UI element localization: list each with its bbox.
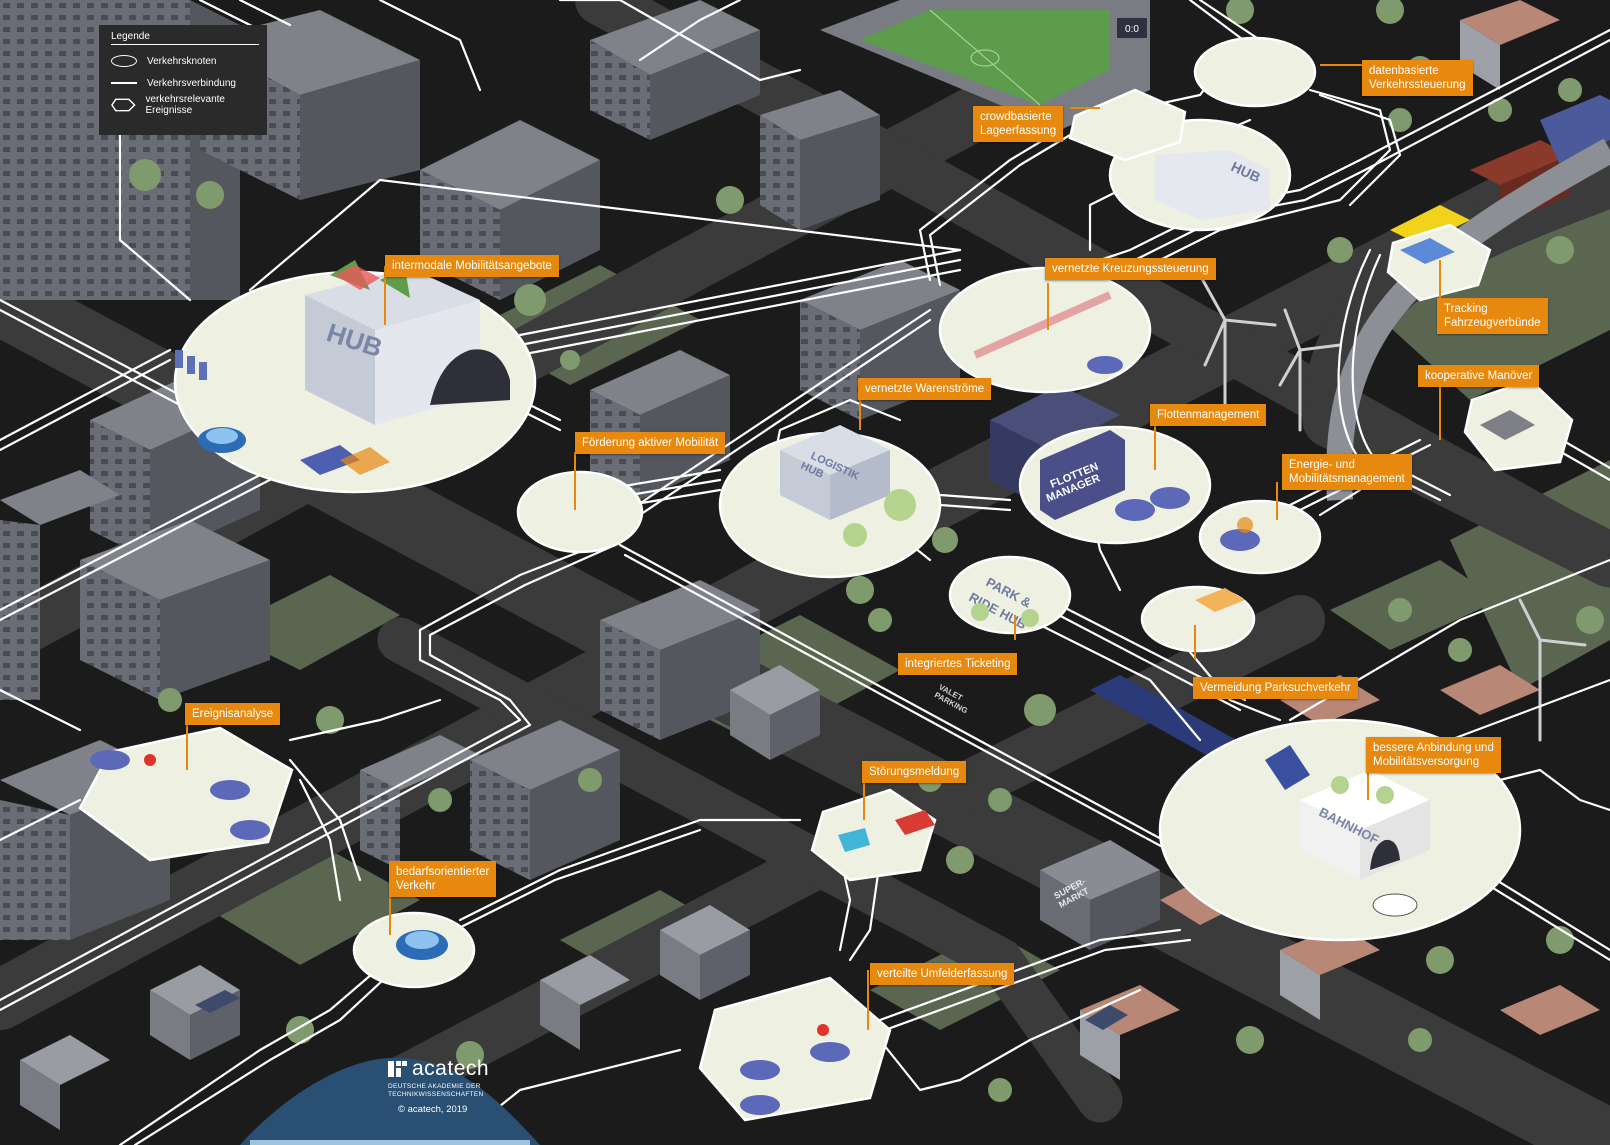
node-kreuzung	[938, 266, 1152, 394]
callout-anbindung-text-1: bessere Anbindung und	[1373, 742, 1494, 754]
callout-warenstroeme: vernetzte Warenströme	[858, 378, 992, 400]
logo-brand: acatech	[388, 1057, 489, 1081]
callout-ticketing: integriertes Ticketing	[898, 653, 1018, 675]
callout-foerderung: Förderung aktiver Mobilität	[575, 432, 726, 454]
copyright: © acatech, 2019	[398, 1104, 468, 1115]
callout-energie-text-1: Energie- und	[1289, 459, 1355, 471]
legend-item-link: Verkehrsverbindung	[111, 75, 236, 91]
callout-kooperativ: kooperative Manöver	[1418, 365, 1540, 387]
legend-title: Legende	[111, 31, 150, 42]
node-aktive-mobilitaet	[516, 470, 644, 554]
callout-ticketing-text: integriertes Ticketing	[905, 658, 1011, 670]
callout-leaders	[186, 64, 1441, 1030]
logo-subtitle: DEUTSCHE AKADEMIE DER TECHNIKWISSENSCHAF…	[388, 1083, 489, 1099]
event-hexagon-icon	[111, 98, 136, 112]
legend-label-event: verkehrsrelevante Ereignisse	[145, 94, 225, 116]
node-ellipse-icon	[111, 55, 137, 67]
callout-parksuch-text: Vermeidung Parksuchverkehr	[1200, 682, 1351, 694]
callout-intermodal-text: intermodale Mobilitätsangebote	[392, 260, 552, 272]
callout-foerderung-text: Förderung aktiver Mobilität	[582, 437, 719, 449]
acatech-logo: acatech DEUTSCHE AKADEMIE DER TECHNIKWIS…	[388, 1057, 489, 1115]
event-stoerung	[810, 788, 937, 882]
score-board: 0:0	[1125, 24, 1139, 35]
legend: Legende Verkehrsknoten Verkehrsverbindun…	[99, 25, 267, 135]
callout-kooperativ-text: kooperative Manöver	[1425, 370, 1533, 382]
legend-label-node: Verkehrsknoten	[147, 55, 217, 67]
callout-bedarf-text-1: bedarfsorientierter	[396, 866, 490, 878]
legend-label-link: Verkehrsverbindung	[147, 77, 236, 89]
callout-crowd-text-2: Lageerfassung	[980, 125, 1057, 137]
link-line-icon	[111, 82, 137, 84]
callout-warenstroeme-text: vernetzte Warenströme	[865, 383, 985, 395]
legend-item-node: Verkehrsknoten	[111, 53, 217, 69]
acatech-mark-icon	[388, 1061, 407, 1077]
callout-bedarf-text-2: Verkehr	[396, 880, 436, 892]
callout-stoerung-text: Störungsmeldung	[869, 766, 960, 778]
callout-ereignis-text: Ereignisanalyse	[192, 708, 274, 720]
callout-ereignis: Ereignisanalyse	[185, 703, 281, 725]
callout-tracking-text-2: Fahrzeugverbünde	[1444, 317, 1541, 329]
callout-intermodal: intermodale Mobilitätsangebote	[385, 255, 559, 277]
legend-divider	[111, 44, 259, 45]
callout-datenbasiert-text-2: Verkehrssteuerung	[1369, 79, 1466, 91]
callout-tracking-text-1: Tracking	[1444, 303, 1488, 315]
callout-anbindung-text-2: Mobilitätsversorgung	[1373, 756, 1480, 768]
logo-subtitle-2: TECHNIKWISSENSCHAFTEN	[388, 1091, 484, 1098]
elevated-highway	[1326, 138, 1610, 501]
callout-crowd-text-1: crowdbasierte	[980, 111, 1052, 123]
stadium: 0:0	[820, 0, 1150, 130]
wind-turbines	[1198, 273, 1587, 742]
logo-subtitle-1: DEUTSCHE AKADEMIE DER	[388, 1083, 481, 1090]
callout-umfeld: verteilte Umfelderfassung	[870, 963, 1015, 985]
node-datenbasiert	[1193, 36, 1317, 108]
callout-kreuzung: vernetzte Kreuzungssteuerung	[1045, 258, 1216, 280]
logo-background	[240, 1057, 540, 1145]
event-umfeld	[698, 976, 892, 1122]
callout-parksuch: Vermeidung Parksuchverkehr	[1193, 677, 1358, 699]
legend-item-event: verkehrsrelevante Ereignisse	[111, 94, 267, 116]
node-energie	[1198, 499, 1322, 575]
callout-stoerung: Störungsmeldung	[862, 761, 967, 783]
callout-flotten-text: Flottenmanagement	[1157, 409, 1260, 421]
callout-kreuzung-text: vernetzte Kreuzungssteuerung	[1052, 263, 1209, 275]
event-hexagons	[78, 88, 1574, 1122]
node-details: HUB LOGISTIK HUB FLOTTEN MANAGER PARK & …	[90, 150, 1535, 1115]
callout-energie-text-2: Mobilitätsmanagement	[1289, 473, 1405, 485]
callout-datenbasiert-text-1: datenbasierte	[1369, 65, 1439, 77]
callout-flotten: Flottenmanagement	[1150, 404, 1267, 426]
logo-name: acatech	[412, 1057, 490, 1080]
callout-umfeld-text: verteilte Umfelderfassung	[877, 968, 1008, 980]
